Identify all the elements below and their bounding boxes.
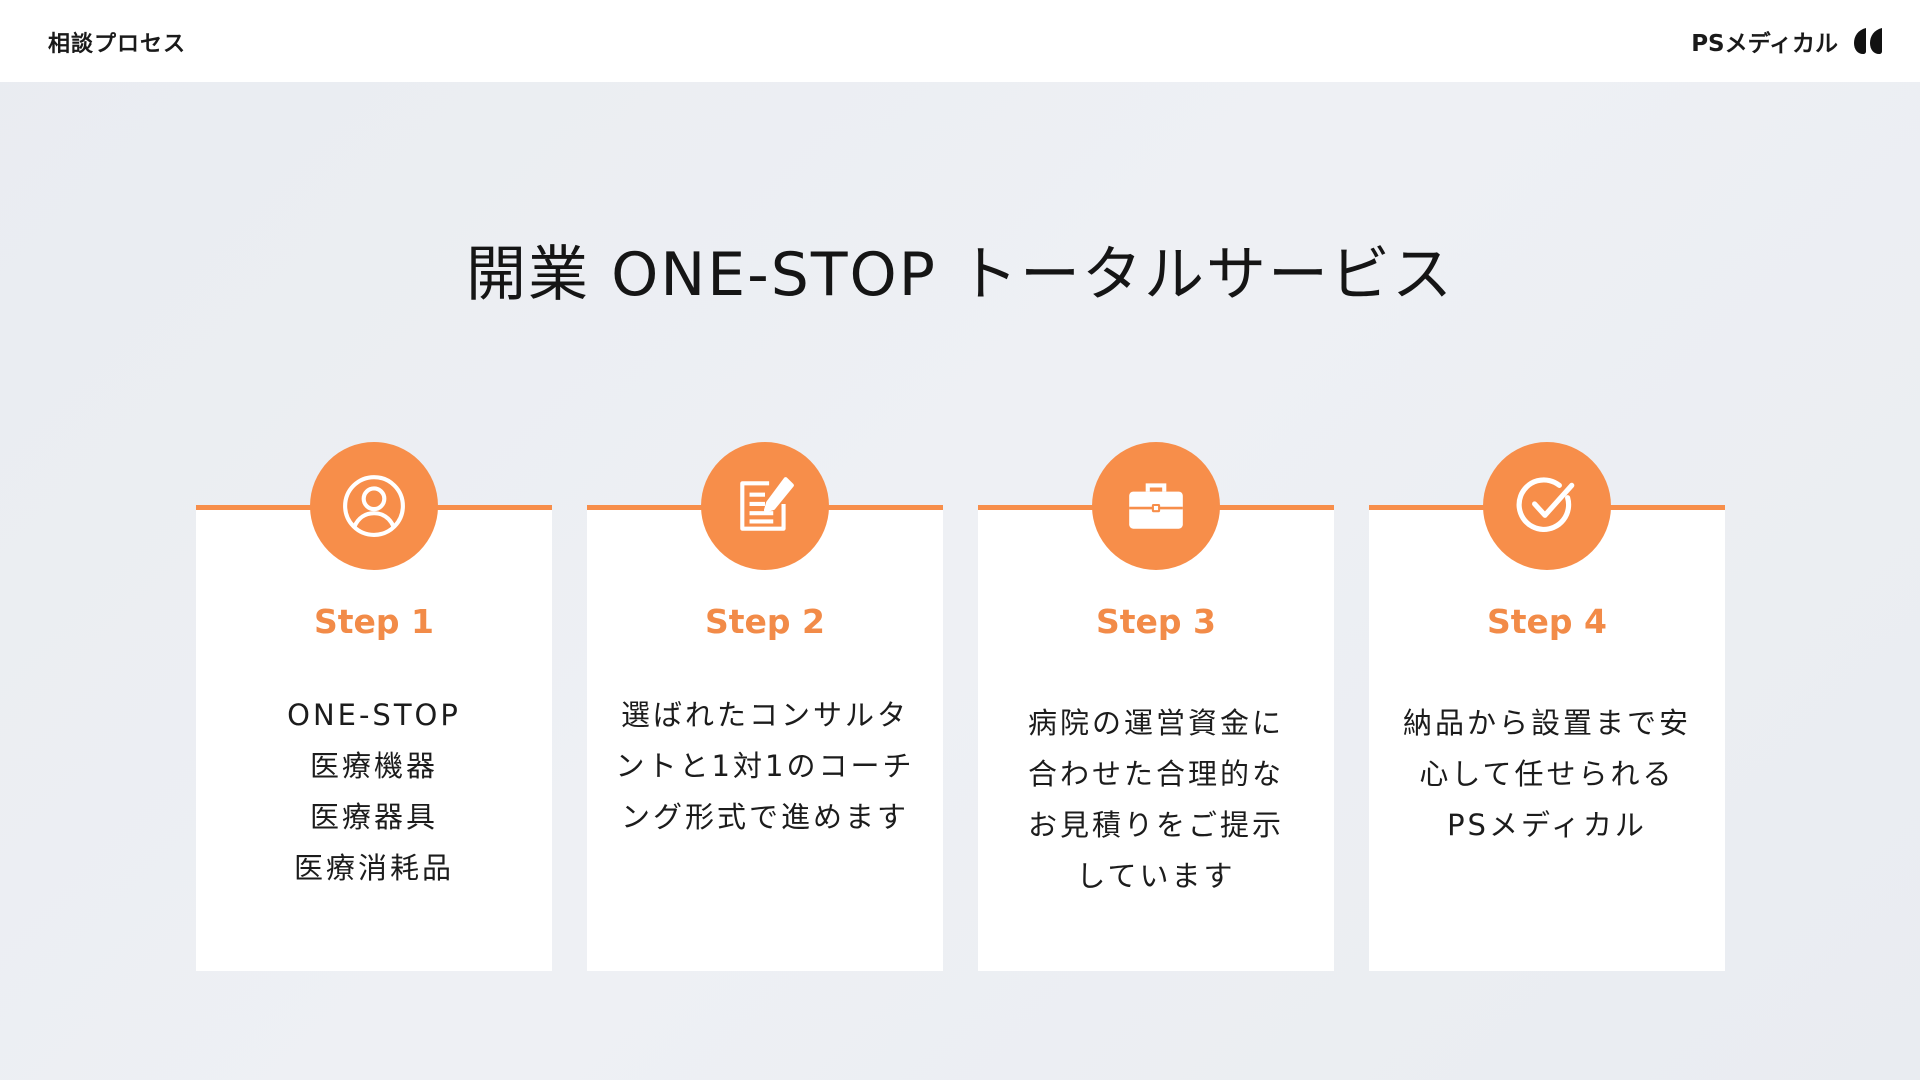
brand: PSメディカル	[1691, 24, 1884, 58]
step-3-description: 病院の運営資金に 合わせた合理的な お見積りをご提示 しています	[978, 698, 1334, 902]
check-circle-icon	[1516, 477, 1575, 532]
step-2-line: ントと1対1のコーチ	[615, 749, 915, 783]
step-4-icon-circle	[1483, 442, 1611, 570]
user-circle-icon	[343, 475, 405, 537]
step-1-label: Step 1	[314, 602, 434, 641]
step-3-icon-circle	[1092, 442, 1220, 570]
step-4-line: 心して任せられる	[1419, 757, 1675, 791]
step-3-line: 合わせた合理的な	[1027, 757, 1284, 791]
step-3-line: しています	[1076, 859, 1236, 893]
step-3-line: お見積りをご提示	[1027, 808, 1284, 842]
step-4-label: Step 4	[1487, 602, 1607, 641]
top-bar: 相談プロセス PSメディカル	[0, 0, 1920, 82]
step-2-icon-circle	[701, 442, 829, 570]
step-card-4	[1369, 506, 1725, 971]
edit-note-icon	[740, 477, 794, 531]
page-title: 開業 ONE-STOP トータルサービス	[466, 240, 1454, 310]
step-card-3	[978, 506, 1334, 971]
step-1-line: 医療機器	[309, 749, 438, 783]
section-label: 相談プロセス	[48, 32, 187, 57]
step-4-description: 納品から設置まで安 心して任せられる PSメディカル	[1369, 698, 1725, 851]
step-1-line: 医療消耗品	[293, 851, 454, 885]
step-2-line: 選ばれたコンサルタ	[620, 698, 909, 732]
step-2-label: Step 2	[705, 602, 825, 641]
step-2-description: 選ばれたコンサルタ ントと1対1のコーチ ング形式で進めます	[587, 690, 943, 843]
step-1-description: ONE-STOP 医療機器 医療器具 医療消耗品	[196, 690, 552, 894]
step-1-line: ONE-STOP	[287, 698, 461, 732]
brand-name: PSメディカル	[1691, 31, 1838, 57]
step-card-2	[587, 506, 943, 971]
step-1-icon-circle	[310, 442, 438, 570]
step-card-1	[196, 506, 552, 971]
step-4-line: PSメディカル	[1447, 808, 1647, 842]
briefcase-icon	[1129, 483, 1183, 529]
quote-logo-icon	[1854, 28, 1882, 54]
step-3-line: 病院の運営資金に	[1027, 706, 1284, 740]
step-2-line: ング形式で進めます	[620, 800, 909, 834]
step-1-line: 医療器具	[309, 800, 438, 834]
step-3-label: Step 3	[1096, 602, 1216, 641]
step-4-line: 納品から設置まで安	[1402, 706, 1691, 740]
